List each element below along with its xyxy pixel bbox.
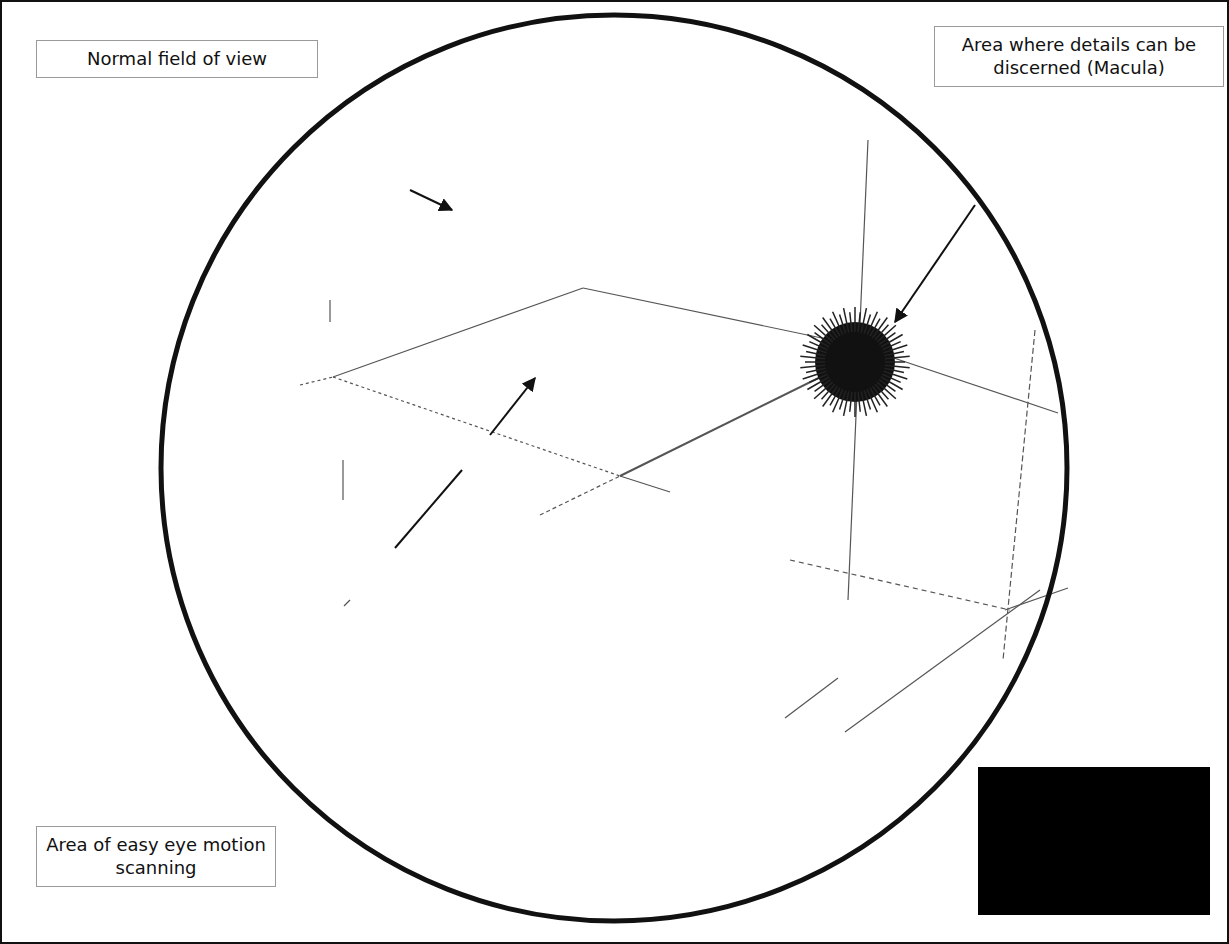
label-box: Area of easy eye motion scanning <box>36 826 276 887</box>
label-text: Area of easy eye motion scanning <box>45 833 267 880</box>
pointer-arrows <box>395 190 975 548</box>
label-box: Normal field of view <box>36 40 318 78</box>
perspective-box <box>300 140 1068 732</box>
label-box: Area where details can be discerned (Mac… <box>934 26 1224 87</box>
black-panel <box>978 767 1210 915</box>
macula-spot <box>800 307 909 417</box>
label-text: Area where details can be discerned (Mac… <box>943 33 1215 80</box>
label-text: Normal field of view <box>45 47 309 70</box>
field-of-view-circle <box>161 15 1067 921</box>
